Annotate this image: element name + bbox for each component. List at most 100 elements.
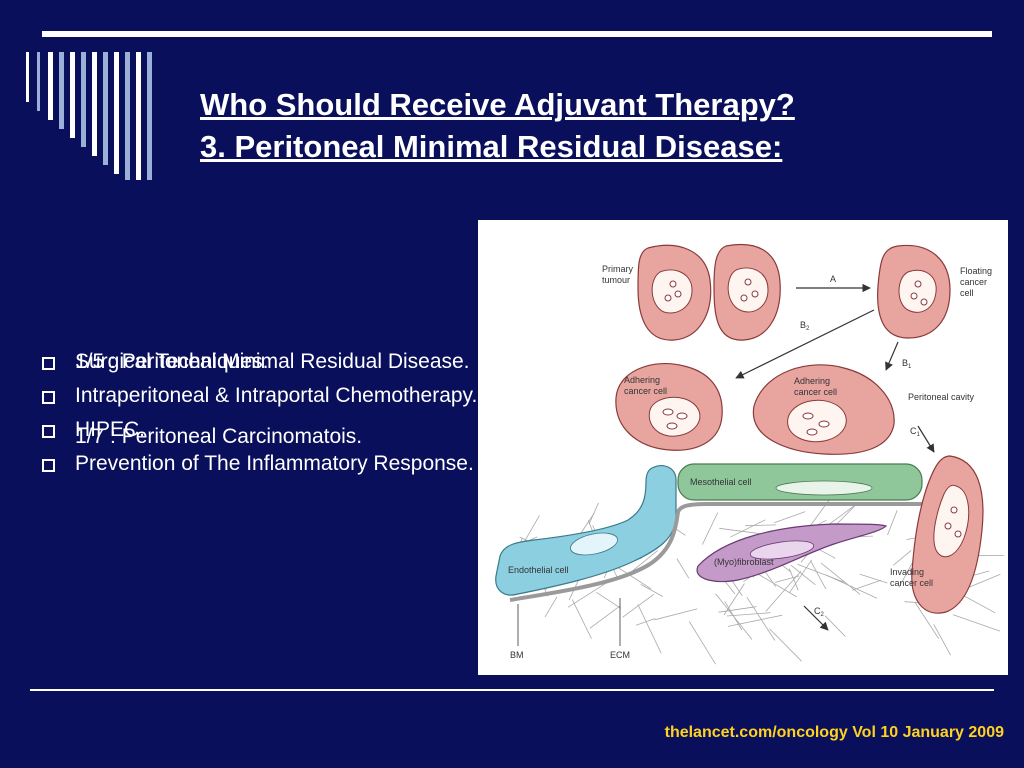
label-adhering-right-1: Adhering xyxy=(794,376,830,386)
ecm-fiber xyxy=(952,614,1001,632)
primary-tumour-cell-2 xyxy=(713,243,781,341)
peritoneal-diagram: Primary tumour Floating cancer cell Adhe… xyxy=(478,220,1008,675)
label-adhering-left-1: Adhering xyxy=(624,375,660,385)
ecm-fiber xyxy=(810,560,827,590)
bullet-square-icon xyxy=(42,357,55,370)
ecm-fiber xyxy=(654,608,698,621)
ecm-fiber xyxy=(571,599,592,639)
stripe xyxy=(81,52,86,147)
label-arrow-b1: B1 xyxy=(902,358,912,370)
stripe xyxy=(48,52,53,120)
label-adhering-left-2: cancer cell xyxy=(624,386,667,396)
label-endothelial: Endothelial cell xyxy=(508,565,569,575)
ecm-fiber xyxy=(596,591,622,609)
stripe xyxy=(59,52,64,129)
ecm-fiber xyxy=(715,593,753,640)
label-mesothelial: Mesothelial cell xyxy=(690,477,752,487)
stripe xyxy=(125,52,130,180)
ecm-fiber xyxy=(729,519,766,538)
slide-title: Who Should Receive Adjuvant Therapy? 3. … xyxy=(200,84,980,168)
ecm-fiber xyxy=(859,573,888,584)
bottom-rule xyxy=(30,689,994,691)
stripe xyxy=(37,52,40,111)
label-primary-tumour-1: Primary xyxy=(602,264,633,274)
stripe xyxy=(114,52,119,174)
label-primary-tumour-2: tumour xyxy=(602,275,630,285)
ecm-fiber xyxy=(688,621,716,665)
label-invading-1: Invading xyxy=(890,567,924,577)
invading-cancer-cell xyxy=(911,455,984,614)
arrow-b2 xyxy=(735,309,875,379)
primary-tumour-cell-1 xyxy=(637,244,712,341)
stripe xyxy=(136,52,141,180)
ecm-fiber xyxy=(790,564,816,586)
ecm-fiber xyxy=(676,558,690,579)
myofibroblast xyxy=(696,523,888,583)
top-rule xyxy=(42,31,992,37)
diagram-canvas: Primary tumour Floating cancer cell Adhe… xyxy=(495,243,1005,665)
ecm-fiber xyxy=(774,575,800,583)
ecm-fiber xyxy=(723,583,745,616)
ecm-fiber xyxy=(637,604,662,654)
bullet-text: Intraperitoneal & Intraportal Chemothera… xyxy=(75,384,478,407)
bullet-square-icon xyxy=(42,425,55,438)
ecm-fiber xyxy=(851,579,882,591)
arrow-c1 xyxy=(917,425,935,453)
bullet-text: 1/5 : Peritoneal Minimal Residual Diseas… xyxy=(75,350,470,373)
floating-cancer-cell xyxy=(877,244,951,339)
bullet-list: 1/5 : Peritoneal Minimal Residual Diseas… xyxy=(40,350,480,486)
stripe-decoration xyxy=(26,52,152,180)
stripe xyxy=(26,52,29,102)
ecm-fiber xyxy=(718,606,757,613)
stripe xyxy=(147,52,152,180)
ecm-fiber xyxy=(726,612,771,617)
label-invading-2: cancer cell xyxy=(890,578,933,588)
arrow-c2 xyxy=(803,605,829,631)
ecm-fiber xyxy=(745,524,777,527)
bullet-text: HIPEC. xyxy=(75,418,146,441)
bullet-square-icon xyxy=(42,391,55,404)
label-floating-2: cancer xyxy=(960,277,987,287)
ecm-fiber xyxy=(727,614,783,627)
label-arrow-b2: B2 xyxy=(800,320,810,332)
ecm-fiber xyxy=(914,602,939,639)
label-adhering-right-2: cancer cell xyxy=(794,387,837,397)
label-floating-1: Floating xyxy=(960,266,992,276)
ecm-fiber xyxy=(933,624,951,656)
ecm-fiber xyxy=(589,605,621,629)
stripe xyxy=(92,52,97,156)
ecm-fiber xyxy=(640,584,663,597)
ecm-fiber xyxy=(702,512,719,545)
label-arrow-c2: C2 xyxy=(814,606,825,618)
label-arrow-a: A xyxy=(830,274,836,284)
ecm-fiber xyxy=(588,502,599,525)
adhering-cancer-cell-right xyxy=(752,364,895,455)
title-line-2: 3. Peritoneal Minimal Residual Disease: xyxy=(200,129,783,164)
endothelial-cell xyxy=(495,465,677,596)
ecm-fiber xyxy=(969,573,1001,588)
bullet-item: Prevention of The Inflammatory Response. xyxy=(40,452,480,476)
ecm-fiber xyxy=(774,511,806,524)
overlay-text-1: Surgical Techniques. xyxy=(75,350,269,373)
bullet-text: Prevention of The Inflammatory Response. xyxy=(75,452,474,475)
title-line-1: Who Should Receive Adjuvant Therapy? xyxy=(200,87,795,122)
label-arrow-c1: C1 xyxy=(910,426,921,438)
bullet-square-icon xyxy=(42,459,55,472)
ecm-fiber xyxy=(893,549,912,566)
ecm-fiber xyxy=(789,559,813,593)
label-myofibroblast: (Myo)fibroblast xyxy=(714,557,774,567)
ecm-fiber xyxy=(887,510,898,536)
ecm-fiber xyxy=(635,618,656,626)
ecm-fiber xyxy=(544,596,558,618)
label-ecm: ECM xyxy=(610,650,630,660)
ecm-fiber xyxy=(825,574,878,599)
stripe xyxy=(70,52,75,138)
ecm-fiber xyxy=(797,563,845,583)
bullet-item: Intraperitoneal & Intraportal Chemothera… xyxy=(40,384,480,408)
stripe xyxy=(103,52,108,165)
basement-membrane xyxy=(509,502,930,602)
bullet-item: HIPEC. xyxy=(40,418,480,442)
ecm-fiber xyxy=(765,570,802,612)
mesothelial-cell xyxy=(677,463,923,501)
